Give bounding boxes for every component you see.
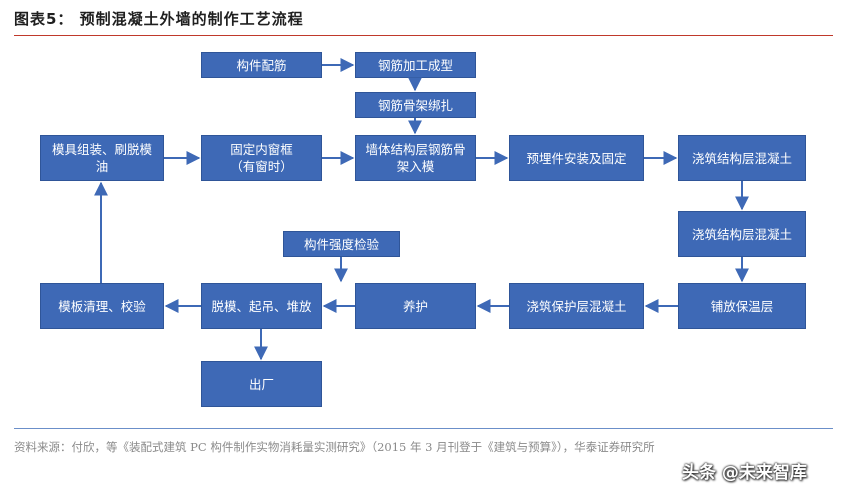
- node-tmqd: 脱模、起吊、堆放: [201, 283, 322, 329]
- watermark: 头条 @未来智库: [682, 458, 807, 483]
- node-mjzz: 模具组装、刷脱模油: [40, 135, 164, 181]
- node-gjqd: 构件强度检验: [283, 231, 400, 257]
- figure-title: 图表5： 预制混凝土外墙的制作工艺流程: [14, 10, 304, 28]
- node-gjgj: 钢筋骨架绑扎: [355, 92, 476, 118]
- node-mbql: 模板清理、校验: [40, 283, 164, 329]
- source-rule: [14, 428, 833, 429]
- node-jzbh: 浇筑保护层混凝土: [509, 283, 644, 329]
- node-gjjg: 钢筋加工成型: [355, 52, 476, 78]
- node-yh: 养护: [355, 283, 476, 329]
- title-rule-top: [14, 35, 833, 36]
- node-qtjg: 墙体结构层钢筋骨架入模: [355, 135, 476, 181]
- node-gjpj: 构件配筋: [201, 52, 322, 78]
- node-gdnc: 固定内窗框 （有窗时）: [201, 135, 322, 181]
- node-pfbw: 铺放保温层: [678, 283, 806, 329]
- node-jzjg1: 浇筑结构层混凝土: [678, 135, 806, 181]
- node-jzjg2: 浇筑结构层混凝土: [678, 211, 806, 257]
- node-cc: 出厂: [201, 361, 322, 407]
- watermark-text: 头条 @未来智库: [682, 463, 807, 483]
- node-ymj: 预埋件安装及固定: [509, 135, 644, 181]
- source-note: 资料来源：付欣，等《装配式建筑 PC 构件制作实物消耗量实测研究》（2015 年…: [14, 440, 655, 454]
